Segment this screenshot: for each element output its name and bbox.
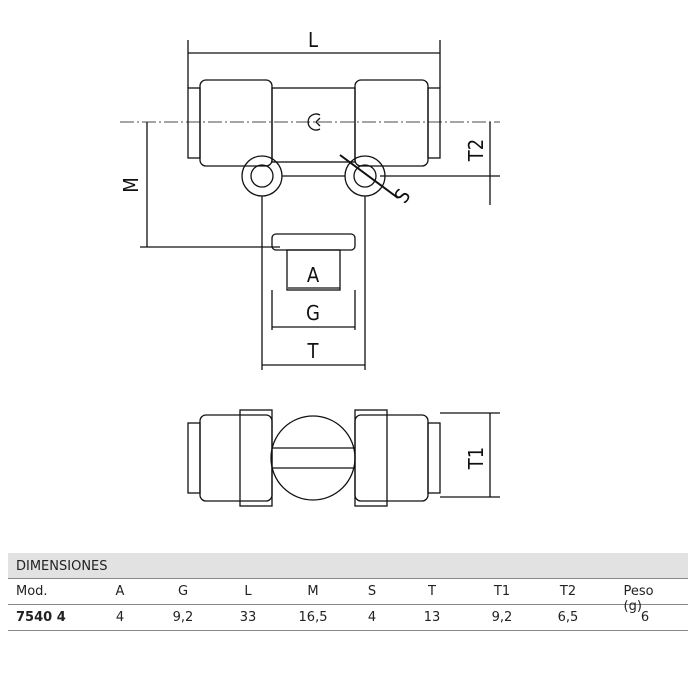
dimensions-table: DIMENSIONES Mod. A G L M S T T1 T2 Peso … — [8, 553, 688, 631]
header-cell: G — [177, 584, 189, 599]
table-title: DIMENSIONES — [8, 553, 688, 579]
dim-label-T: T — [307, 339, 320, 363]
cell: 6,5 — [557, 610, 579, 625]
top-view — [120, 40, 500, 370]
header-cell: T1 — [493, 584, 511, 599]
table-row: 7540 4 4 9,2 33 16,5 4 13 9,2 6,5 6 — [8, 605, 688, 631]
header-cell: Peso (g) — [623, 584, 654, 614]
header-cell: T — [428, 584, 436, 599]
dim-label-M: M — [119, 177, 143, 193]
dim-label-A: A — [307, 263, 320, 287]
header-cell: S — [367, 584, 377, 599]
header-cell: M — [307, 584, 319, 599]
header-cell: Mod. — [16, 584, 48, 599]
cell: 4 — [115, 610, 125, 625]
table-header-row: Mod. A G L M S T T1 T2 Peso (g) — [8, 579, 688, 614]
header-cell: A — [115, 584, 125, 599]
cell: 9,2 — [491, 610, 513, 625]
side-view — [187, 409, 500, 507]
dim-label-G: G — [306, 301, 320, 325]
cell: 13 — [423, 610, 441, 625]
dim-label-L: L — [308, 28, 318, 52]
header-cell: T2 — [559, 584, 577, 599]
cell: 16,5 — [298, 610, 328, 625]
dim-label-T2: T2 — [464, 139, 488, 162]
cell: 6 — [640, 610, 650, 625]
dim-label-S: S — [389, 184, 415, 207]
dim-label-T1: T1 — [464, 447, 488, 470]
cell: 9,2 — [172, 610, 194, 625]
cell: 4 — [367, 610, 377, 625]
cell: 33 — [239, 610, 257, 625]
technical-drawing: L M T2 S A G T T1 — [119, 28, 500, 507]
header-cell: L — [244, 584, 252, 599]
cell-model: 7540 4 — [16, 610, 66, 625]
